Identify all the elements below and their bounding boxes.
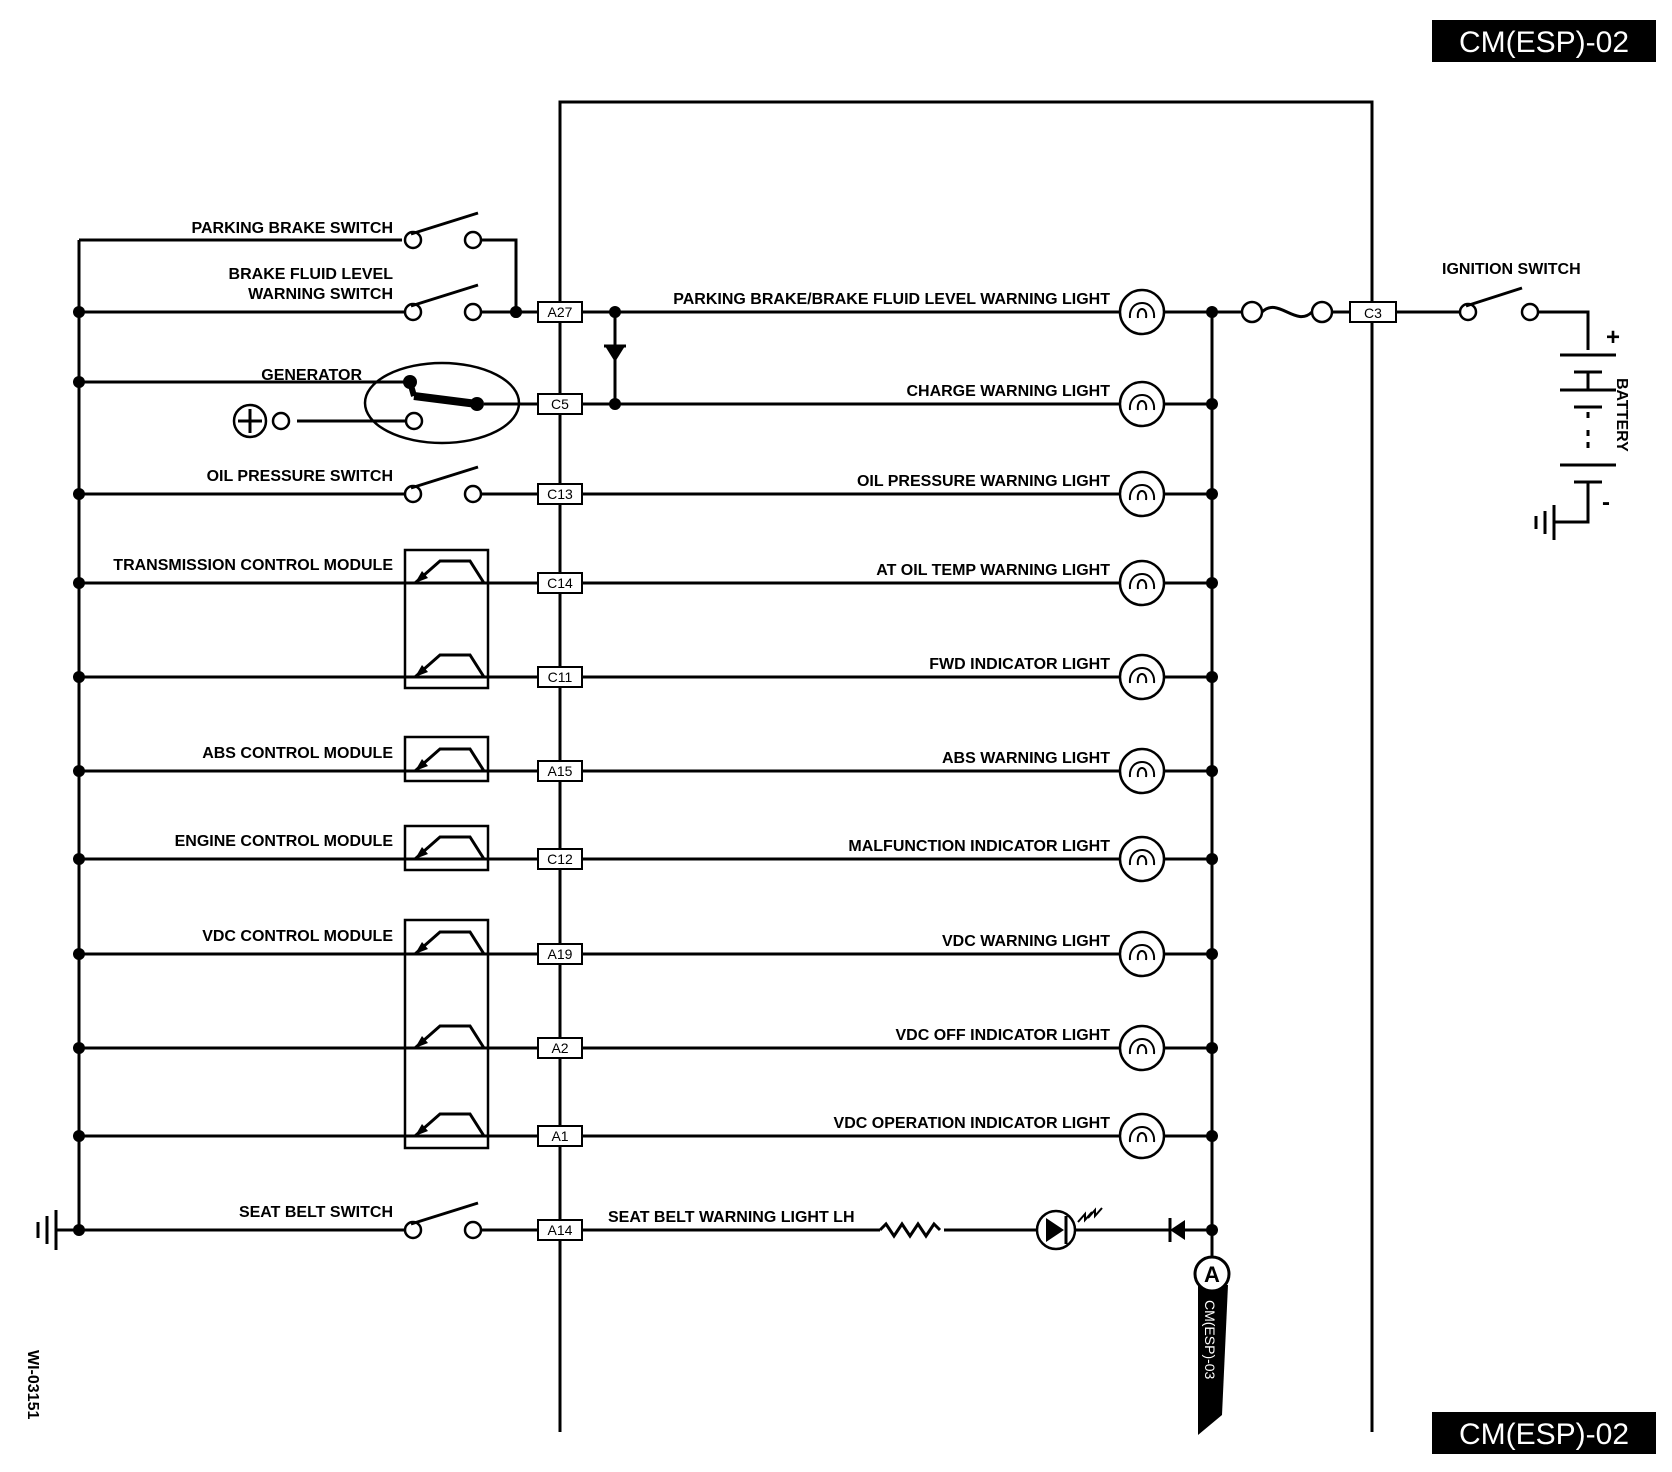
warning-lamp-icon [1118,559,1166,607]
ground-symbol-left [36,1210,58,1250]
battery-label: BATTERY [1613,378,1630,452]
terminal-a27-label: A27 [548,304,573,320]
terminal-c14-label: C14 [547,575,573,591]
row-label-3: OIL PRESSURE SWITCH [207,468,393,485]
page-tag-top-text: CM(ESP)-02 [1459,26,1629,59]
connector-ref-letter: A [1204,1262,1220,1287]
circuit-row-a19: VDC CONTROL MODULE A19 VDC WARNING LIGHT [73,928,1218,978]
row-right-label-3: OIL PRESSURE WARNING LIGHT [857,473,1110,490]
circuit-row-a15: ABS CONTROL MODULE A15 ABS WARNING LIGHT [73,745,1218,795]
row-right-label-9: VDC OFF INDICATOR LIGHT [895,1027,1110,1044]
row-label-11: SEAT BELT SWITCH [239,1204,393,1221]
vdc-control-module-box [403,918,490,1150]
warning-lamp-icon [1118,653,1166,701]
row-label-0: PARKING BRAKE SWITCH [192,220,393,237]
fuse [1240,300,1334,324]
connector-ref-flag: A CM(ESP)-03 [1193,1255,1231,1435]
terminal-c3-label: C3 [1364,305,1382,321]
terminal-c3: C3 [1349,301,1397,323]
battery: + - BATTERY [1534,324,1630,540]
row-label-7: ENGINE CONTROL MODULE [175,833,394,850]
row-right-label-6: ABS WARNING LIGHT [942,750,1110,767]
row-right-label-5: FWD INDICATOR LIGHT [929,656,1110,673]
ignition-switch [1458,286,1540,322]
terminal-c13-label: C13 [547,486,573,502]
circuit-rows: PARKING BRAKE SWITCH BRAKE FLUID LEVEL WAR… [73,220,1218,1241]
terminal-c5-label: C5 [551,396,569,412]
circuit-row-a1: A1 VDC OPERATION INDICATOR LIGHT [73,1112,1218,1160]
battery-minus: - [1602,489,1610,516]
transistor-icon [414,930,486,956]
terminal-a15-label: A15 [548,763,573,779]
warning-lamp-icon [1118,1112,1166,1160]
circuit-row-c12: ENGINE CONTROL MODULE C12 MALFUNCTION INDI… [73,833,1218,883]
row-right-label-10: VDC OPERATION INDICATOR LIGHT [834,1115,1111,1132]
abs-control-module-box [403,735,490,783]
transistor-icon [414,653,486,679]
warning-lamp-icon [1118,1024,1166,1072]
row-right-label-1: PARKING BRAKE/BRAKE FLUID LEVEL WARNING … [673,291,1110,308]
warning-lamp-icon [1118,835,1166,883]
warning-lamp-icon [1118,747,1166,795]
transmission-control-module-box [403,548,490,690]
circuit-row-a14: SEAT BELT SWITCH A14 SEAT BELT WARNING LIG… [73,1201,1212,1241]
row-label-1-line1: WARNING SWITCH [248,286,393,303]
circuit-row-a2: A2 VDC OFF INDICATOR LIGHT [73,1024,1218,1072]
terminal-c11-label: C11 [548,669,573,685]
battery-plus: + [1606,324,1620,351]
generator [73,361,538,445]
terminal-c12-label: C12 [547,851,573,867]
page-tag-bottom-text: CM(ESP)-02 [1459,1418,1629,1451]
warning-lamp-icon [1118,380,1166,428]
terminal-a19-label: A19 [548,946,573,962]
row-label-2: GENERATOR [261,367,362,384]
figure-id: WI-03151 [24,1350,41,1419]
warning-lamp-icon [1118,288,1166,336]
seat-belt-circuit-parts [878,1207,1218,1251]
terminal-a1-label: A1 [551,1128,568,1144]
circuit-row-c11: C11 FWD INDICATOR LIGHT [73,653,1218,701]
page-tag-bottom: CM(ESP)-02 [1432,1412,1656,1454]
transistor-icon [414,1024,486,1050]
ignition-switch-label: IGNITION SWITCH [1442,261,1581,278]
transistor-icon [414,835,486,861]
warning-lamp-icon [1118,930,1166,978]
circuit-row-c13: OIL PRESSURE SWITCH C13 OIL PRESSURE WARNI… [73,465,1218,518]
parking-brake-switch [79,211,522,318]
transistor-icon [414,747,486,773]
terminal-a14-label: A14 [548,1222,573,1238]
diode-a27-c5 [604,306,626,410]
circuit-row-a27: BRAKE FLUID LEVEL WARNING SWITCH A27 PARKIN… [73,266,1218,336]
row-right-label-11: SEAT BELT WARNING LIGHT LH [608,1209,855,1226]
row-label-6: ABS CONTROL MODULE [202,745,393,762]
row-right-label-8: VDC WARNING LIGHT [942,933,1110,950]
row-right-label-4: AT OIL TEMP WARNING LIGHT [876,562,1110,579]
connector-ref-target: CM(ESP)-03 [1202,1300,1218,1380]
circuit-row-c14: TRANSMISSION CONTROL MODULE C14 AT OIL TEM… [73,557,1218,607]
engine-control-module-box [403,824,490,872]
page-tag-top: CM(ESP)-02 [1432,20,1656,62]
circuit-row-c5: GENERATOR C5 CHARGE WARNING LIGHT [261,367,1218,428]
warning-lamp-icon [1118,470,1166,518]
row-label-4: TRANSMISSION CONTROL MODULE [113,557,393,574]
transistor-icon [414,1112,486,1138]
terminal-a2-label: A2 [551,1040,568,1056]
transistor-icon [414,559,486,585]
row-right-label-7: MALFUNCTION INDICATOR LIGHT [848,838,1110,855]
row-label-8: VDC CONTROL MODULE [202,928,393,945]
row-label-1-line0: BRAKE FLUID LEVEL [229,266,394,283]
row-right-label-2: CHARGE WARNING LIGHT [906,383,1110,400]
